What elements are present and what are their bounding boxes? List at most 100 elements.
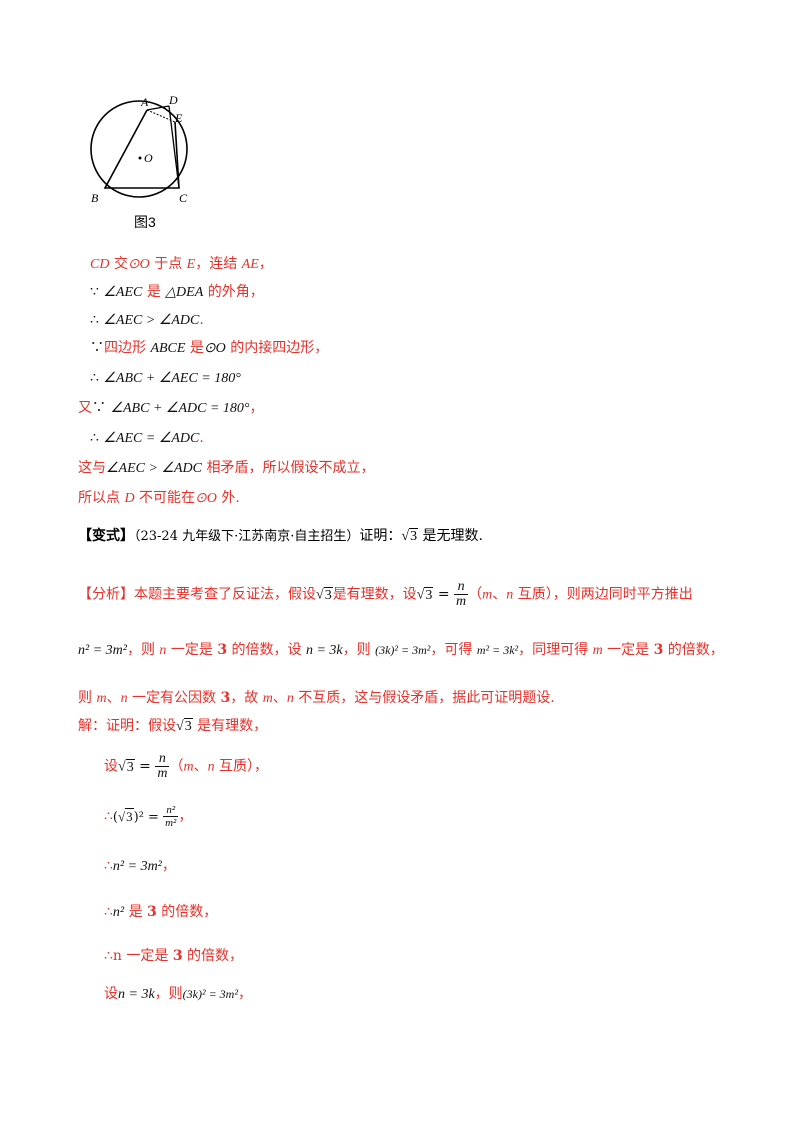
analysis-line-2: n² = 3m²，则 n 一定是 3 的倍数，设 n = 3k，则 (3k)² … [78,640,724,661]
t: ， [161,858,176,874]
numerator: n [454,580,469,595]
label-a: A [140,95,149,109]
t: 则 [78,690,97,706]
var: m [482,587,493,603]
t: 的倍数， [156,904,218,920]
t: 又 [78,400,92,416]
var: m [262,691,273,706]
t: ，则 [154,986,183,1002]
radicand: 3 [125,807,134,824]
t: 是有理数， [192,718,268,734]
figure-caption: 图3 [134,214,156,230]
analysis-line-3: 则 m、n 一定有公因数 3，故 m、n 不互质，这与假设矛盾，据此可证明题设. [78,688,555,709]
therefore-symbol: ∴ [104,948,113,964]
solution-line-6: ∴n 一定是 3 的倍数， [104,946,243,966]
label-c: C [179,191,188,205]
sqrt-3: √3 [316,586,333,603]
t: 不互质，这与假设矛盾，据此可证明题设. [293,690,555,706]
var: n [286,691,294,706]
t: 是有理数，设 [332,586,417,603]
t: ，故 [230,690,263,706]
t: ，则 [126,642,160,658]
math: n² = 3m² [78,643,127,658]
t: 是 [185,340,204,356]
denominator: m² [165,817,177,829]
t: 设 [104,758,118,775]
t: 、 [106,690,121,706]
proof-line-5: ∴ ∠ABC + ∠AEC = 180° [90,368,241,389]
proof-line-2: ∵ ∠AEC 是 △DEA 的外角， [90,282,264,303]
t: ( [112,809,118,825]
label-d: D [168,93,178,107]
solution-line-1: 解：证明：假设√3 是有理数， [78,716,267,737]
sqrt-3: √3 [401,528,419,544]
t: 互质）， [214,758,269,775]
solution-line-5: ∴n² 是 3 的倍数， [104,902,217,923]
sqrt-3: √3 [118,758,135,775]
var: m [96,691,107,706]
num: 3 [172,948,183,964]
therefore-symbol: ∴ [90,430,99,446]
t: 的倍数， [663,642,724,658]
t: 外. [216,490,240,506]
t: 这与 [78,460,106,476]
t: n 一定是 [112,948,173,964]
proof-line-3: ∴ ∠AEC > ∠ADC. [90,310,204,331]
t: ，可得 [430,642,477,658]
t: ， [237,986,252,1002]
label-o: O [144,151,153,165]
circle-o-ref: ⊙O [195,491,217,506]
t: 一定是 [602,642,654,658]
math: ∠ABC + ∠ADC = 180° [110,401,250,416]
t: 、 [193,758,208,775]
t: 交 [109,256,128,272]
t: 四边形 [104,340,151,356]
point-e: E [186,257,196,272]
radicand: 3 [323,586,333,603]
therefore-symbol: ∴ [90,312,99,328]
therefore-symbol: ∴ [104,858,113,874]
eq: = [134,758,156,775]
because-symbol: ∵ [92,400,106,416]
t: （ [468,586,483,603]
math: △DEA [165,285,204,300]
t: 解：证明：假设 [78,718,176,734]
proof-line-8: 这与∠AEC > ∠ADC 相矛盾，所以假设不成立， [78,458,374,479]
because-symbol: ∵ [90,340,104,356]
circle-o-ref: ⊙O [127,257,150,272]
num: 3 [220,690,231,706]
math: (3k)² = 3m² [182,987,238,1001]
t: 本题主要考查了反证法，假设 [134,586,316,603]
label-b: B [91,191,99,205]
therefore-symbol: ∴ [104,808,113,825]
t: 的内接四边形， [225,340,329,356]
math: ∠AEC > ∠ADC [106,461,202,476]
t: 是 [124,904,148,920]
radicand: 3 [125,758,135,775]
var: m [183,759,194,775]
math: n = 3k [118,987,155,1002]
math: n² [112,905,125,920]
var: n [159,643,167,658]
t: ， [258,256,273,272]
num: 3 [217,642,228,658]
num: 3 [653,642,664,658]
t: 是 [142,284,166,300]
math: ∠AEC [103,285,143,300]
t: . [199,430,204,446]
math: ∠ABC + ∠AEC = 180° [103,371,241,386]
var: n [506,587,514,603]
num: 3 [147,904,157,920]
proof-line-9: 所以点 D 不可能在⊙O 外. [78,488,240,509]
numerator: n² [163,804,179,817]
math: ∠AEC = ∠ADC [103,431,200,446]
t: 的外角， [203,284,264,300]
cd: CD [90,257,110,272]
t: 证明： [359,528,402,544]
t: 设 [104,986,118,1002]
